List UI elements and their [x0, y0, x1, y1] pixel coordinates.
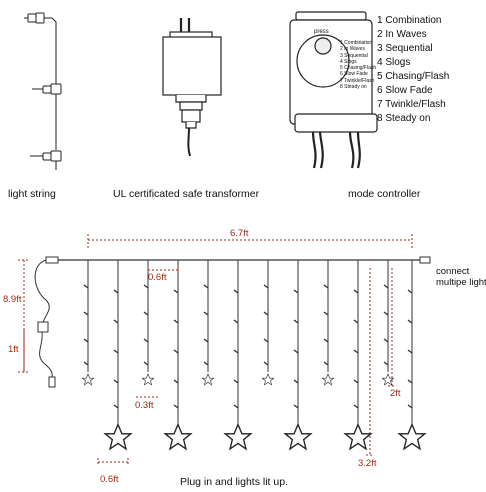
- caption-controller: mode controller: [348, 188, 421, 200]
- curtain-diagram: [18, 234, 431, 466]
- dim-height: 8.9ft: [3, 294, 22, 305]
- mode-item: 3 Sequential: [377, 43, 433, 54]
- mode-item: 7 Twinkle/Flash: [377, 99, 446, 110]
- plug-icon: [179, 18, 191, 34]
- controller-mode: 2 In Waves: [340, 46, 365, 53]
- dim-short-drop: 2ft: [390, 388, 401, 399]
- controller-icon: [37, 321, 49, 333]
- dim-lead: 1ft: [8, 344, 19, 355]
- star-icon: [398, 423, 426, 450]
- dim-spacing-top: 0.6ft: [148, 272, 167, 283]
- mode-item: 1 Combination: [377, 15, 442, 26]
- light-string-illustration: [24, 12, 62, 170]
- controller-mode: 7 Twinkle/Flash: [340, 77, 375, 84]
- mode-list: 1 Combination 2 In Waves 3 Sequential 4 …: [377, 14, 449, 126]
- plug-icon: [419, 256, 431, 264]
- star-icon: [284, 423, 312, 450]
- controller-mode: 4 Slogs: [340, 58, 357, 65]
- dim-star-gap: 0.3ft: [135, 400, 154, 411]
- controller-mode: 1 Combination: [340, 40, 373, 46]
- star-icon: [224, 423, 252, 450]
- dim-long-drop: 3.2ft: [358, 458, 377, 469]
- mode-item: 4 Slogs: [377, 57, 411, 68]
- controller-mode: 8 Steady on: [340, 84, 367, 91]
- mode-item: 5 Chasing/Flash: [377, 71, 450, 82]
- controller-illustration: [289, 11, 378, 169]
- star-icon: [82, 373, 94, 386]
- star-icon: [381, 373, 395, 386]
- controller-mode-list: 1 Combination 2 In Waves 3 Sequential 4 …: [340, 40, 376, 90]
- star-icon: [261, 373, 275, 386]
- mode-item: 2 In Waves: [377, 29, 427, 40]
- controller-press-label: press: [314, 29, 329, 35]
- star-icon: [202, 373, 214, 386]
- dim-width: 6.7ft: [230, 228, 249, 239]
- caption-light-string: light string: [8, 188, 56, 200]
- star-icon: [142, 373, 154, 386]
- controller-mode: 5 Chasing/Flash: [340, 65, 377, 72]
- star-icon: [104, 423, 132, 450]
- star-icon: [344, 423, 372, 450]
- controller-mode: 6 Slow Fade: [340, 71, 368, 78]
- connect-note: connect multipe lights: [436, 266, 486, 288]
- caption-plug-in: Plug in and lights lit up.: [180, 476, 288, 488]
- transformer-illustration: [162, 18, 222, 157]
- star-icon: [321, 373, 335, 386]
- mode-item: 8 Steady on: [377, 113, 431, 124]
- dim-spacing-bottom: 0.6ft: [100, 474, 119, 485]
- star-icon: [164, 423, 192, 450]
- plug-icon: [48, 376, 56, 388]
- caption-transformer: UL certificated safe transformer: [113, 188, 260, 200]
- mode-item: 6 Slow Fade: [377, 85, 433, 96]
- controller-mode: 3 Sequential: [340, 52, 368, 59]
